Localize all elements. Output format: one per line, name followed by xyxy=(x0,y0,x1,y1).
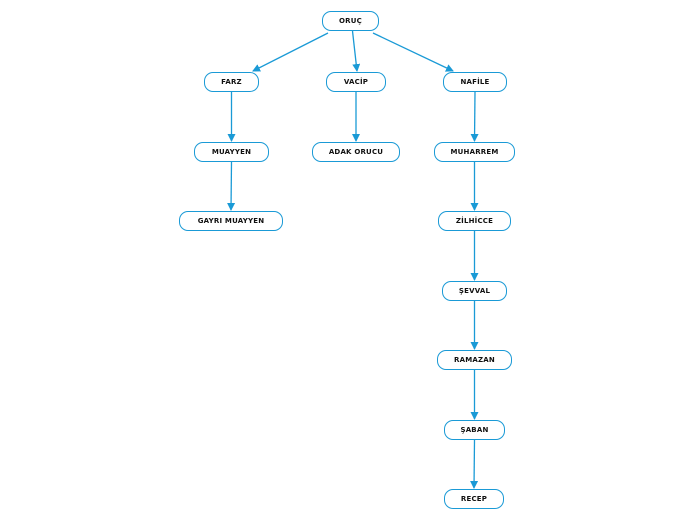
node-muharrem-label: MUHARREM xyxy=(450,148,499,156)
node-zilhicce[interactable]: ZİLHİCCE xyxy=(438,211,511,231)
node-ramazan[interactable]: RAMAZAN xyxy=(437,350,512,370)
node-oruc[interactable]: ORUÇ xyxy=(322,11,379,31)
node-recep[interactable]: RECEP xyxy=(444,489,504,509)
node-farz[interactable]: FARZ xyxy=(204,72,259,92)
node-gayri-muayyen-label: GAYRI MUAYYEN xyxy=(197,217,265,225)
connector-oruc-nafile xyxy=(372,32,454,72)
node-recep-label: RECEP xyxy=(460,495,488,503)
node-sevval[interactable]: ŞEVVAL xyxy=(442,281,507,301)
node-nafile[interactable]: NAFİLE xyxy=(443,72,507,92)
node-adak-orucu[interactable]: ADAK ORUCU xyxy=(312,142,400,162)
node-vacip[interactable]: VACİP xyxy=(326,72,386,92)
connector-nafile-muharrem xyxy=(470,91,479,142)
node-zilhicce-label: ZİLHİCCE xyxy=(455,217,494,225)
node-oruc-label: ORUÇ xyxy=(339,17,362,25)
node-sevval-label: ŞEVVAL xyxy=(458,287,491,295)
node-saban-label: ŞABAN xyxy=(460,426,489,434)
node-muharrem[interactable]: MUHARREM xyxy=(434,142,515,162)
node-vacip-label: VACİP xyxy=(343,78,369,86)
node-saban[interactable]: ŞABAN xyxy=(444,420,505,440)
node-muayyen-label: MUAYYEN xyxy=(211,148,252,156)
connector-oruc-farz xyxy=(252,32,329,72)
node-muayyen[interactable]: MUAYYEN xyxy=(194,142,269,162)
node-farz-label: FARZ xyxy=(221,78,242,86)
connector-saban-recep xyxy=(470,439,479,489)
node-ramazan-label: RAMAZAN xyxy=(454,356,495,364)
node-gayri-muayyen[interactable]: GAYRI MUAYYEN xyxy=(179,211,283,231)
node-nafile-label: NAFİLE xyxy=(460,78,490,86)
connector-oruc-vacip xyxy=(351,30,361,72)
node-adak-orucu-label: ADAK ORUCU xyxy=(328,148,384,156)
connector-muayyen-gayri_muayyen xyxy=(227,161,236,211)
